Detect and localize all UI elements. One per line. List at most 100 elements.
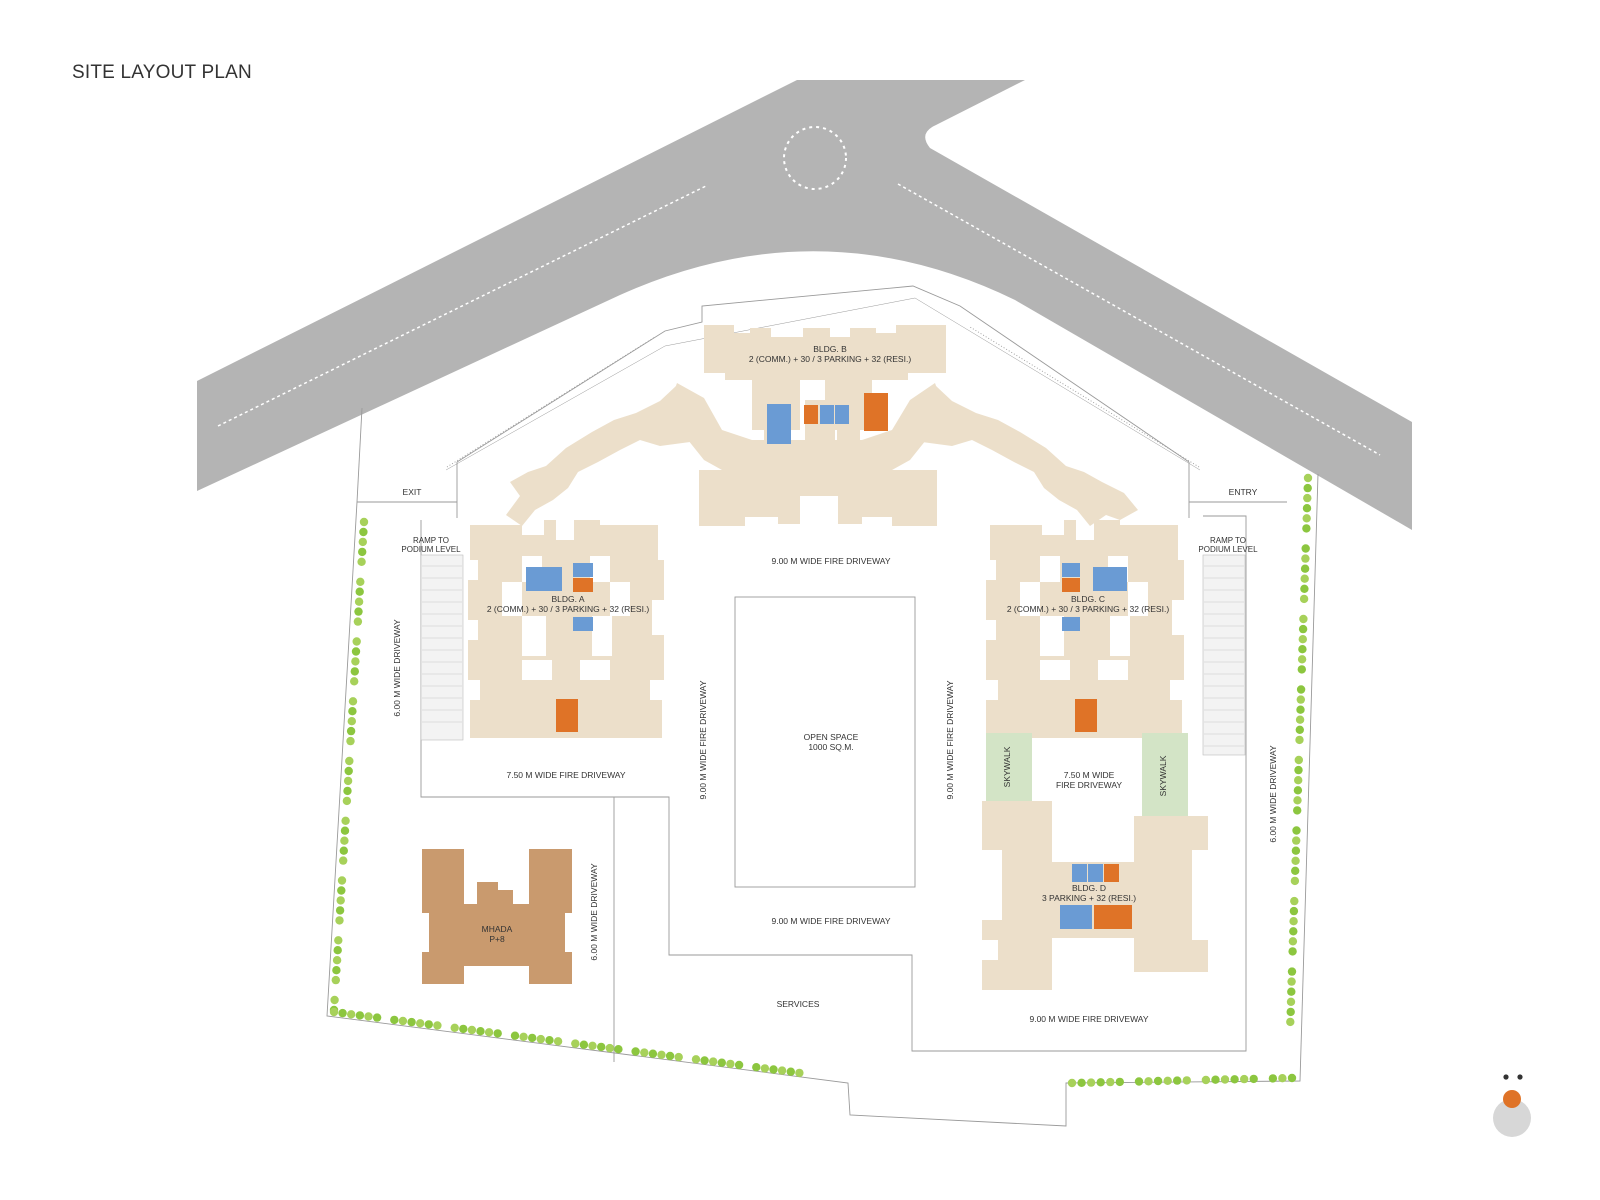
- tree: [340, 836, 349, 845]
- tree: [332, 966, 341, 975]
- tree: [1294, 755, 1304, 765]
- tree: [1286, 997, 1296, 1006]
- tree: [390, 1015, 399, 1025]
- tree: [1173, 1076, 1182, 1085]
- entry-label: ENTRY: [1229, 487, 1258, 497]
- tree: [1278, 1074, 1287, 1083]
- tree: [356, 577, 365, 586]
- skywalk-right-label: SKYWALK: [1158, 755, 1168, 796]
- tree: [1182, 1076, 1192, 1085]
- tree: [344, 766, 353, 776]
- tree: [359, 517, 369, 527]
- tree: [1249, 1074, 1258, 1084]
- tree: [364, 1012, 373, 1021]
- tree: [1301, 554, 1310, 563]
- tree: [640, 1048, 649, 1057]
- tree: [1286, 1007, 1295, 1017]
- tree: [1299, 594, 1309, 604]
- tree: [343, 786, 352, 796]
- tree: [1115, 1077, 1125, 1087]
- tree: [1299, 614, 1308, 624]
- tree: [484, 1028, 494, 1037]
- tree: [346, 726, 356, 736]
- ramp-left-label-2: PODIUM LEVEL: [401, 545, 461, 554]
- tree: [1300, 584, 1309, 593]
- fire-driveway-750-right-1: 7.50 M WIDE: [1064, 770, 1115, 780]
- tree: [648, 1049, 658, 1058]
- tree: [334, 936, 343, 945]
- tree: [1163, 1076, 1172, 1086]
- fire-driveway-750-right-2: FIRE DRIVEWAY: [1056, 780, 1122, 790]
- tree: [536, 1034, 545, 1044]
- tree: [691, 1055, 701, 1064]
- tree: [1134, 1077, 1144, 1086]
- tree: [519, 1032, 528, 1042]
- tree: [354, 607, 363, 616]
- tree: [1298, 645, 1307, 654]
- driveway-600-mhada: 6.00 M WIDE DRIVEWAY: [589, 863, 599, 961]
- tree: [331, 975, 340, 985]
- tree: [1296, 685, 1306, 694]
- tree: [1294, 765, 1303, 775]
- tree: [347, 1010, 356, 1019]
- tree: [407, 1017, 416, 1027]
- tree: [359, 527, 368, 537]
- mhada-desc: P+8: [489, 934, 505, 944]
- tree: [1292, 826, 1301, 835]
- tree: [1287, 1073, 1297, 1083]
- tree: [528, 1033, 537, 1043]
- bldg-a-desc: 2 (COMM.) + 30 / 3 PARKING + 32 (RESI.): [487, 604, 649, 614]
- tree: [795, 1068, 804, 1078]
- tree: [674, 1052, 683, 1062]
- tree: [339, 846, 348, 855]
- tree: [351, 647, 361, 656]
- tree: [338, 1008, 347, 1018]
- tree: [1302, 504, 1312, 513]
- tree: [1300, 574, 1309, 583]
- tree: [343, 776, 353, 786]
- tree: [347, 717, 356, 726]
- tree: [354, 597, 364, 606]
- tree: [1230, 1075, 1239, 1084]
- tree: [1289, 906, 1299, 916]
- tree: [340, 826, 350, 835]
- skywalk-left-label: SKYWALK: [1002, 746, 1012, 787]
- tree: [1201, 1075, 1211, 1085]
- tree: [372, 1013, 382, 1022]
- tree: [1086, 1078, 1096, 1087]
- open-space-name: OPEN SPACE: [804, 732, 859, 742]
- tree: [1067, 1078, 1077, 1088]
- tree: [1288, 937, 1298, 946]
- tree: [1303, 473, 1313, 483]
- tree: [631, 1047, 640, 1056]
- fire-driveway-v-right: 9.00 M WIDE FIRE DRIVEWAY: [945, 680, 955, 799]
- tree: [553, 1037, 563, 1046]
- services-label: SERVICES: [777, 999, 820, 1009]
- tree: [1287, 977, 1296, 986]
- tree: [1291, 856, 1300, 865]
- tree: [424, 1020, 433, 1029]
- tree: [329, 1007, 339, 1017]
- tree: [726, 1059, 735, 1069]
- tree: [350, 667, 359, 676]
- tree: [467, 1025, 477, 1035]
- tree: [335, 906, 345, 915]
- tree: [337, 876, 347, 885]
- tree: [341, 816, 350, 825]
- road-centerline-right: [897, 183, 1381, 456]
- mhada-name: MHADA: [482, 924, 513, 934]
- tree: [351, 657, 360, 666]
- tree: [777, 1066, 787, 1075]
- tree: [1144, 1077, 1153, 1086]
- bldg-a-name: BLDG. A: [551, 594, 584, 604]
- core-blocks: [526, 393, 1132, 929]
- tree: [348, 697, 358, 706]
- open-space-area: 1000 SQ.M.: [808, 742, 853, 752]
- tree: [717, 1058, 726, 1067]
- tree: [476, 1027, 485, 1036]
- driveway-600-left: 6.00 M WIDE DRIVEWAY: [392, 619, 402, 717]
- tree: [337, 886, 346, 895]
- main-road: [197, 80, 1412, 530]
- tree: [614, 1045, 623, 1054]
- tree: [459, 1024, 468, 1034]
